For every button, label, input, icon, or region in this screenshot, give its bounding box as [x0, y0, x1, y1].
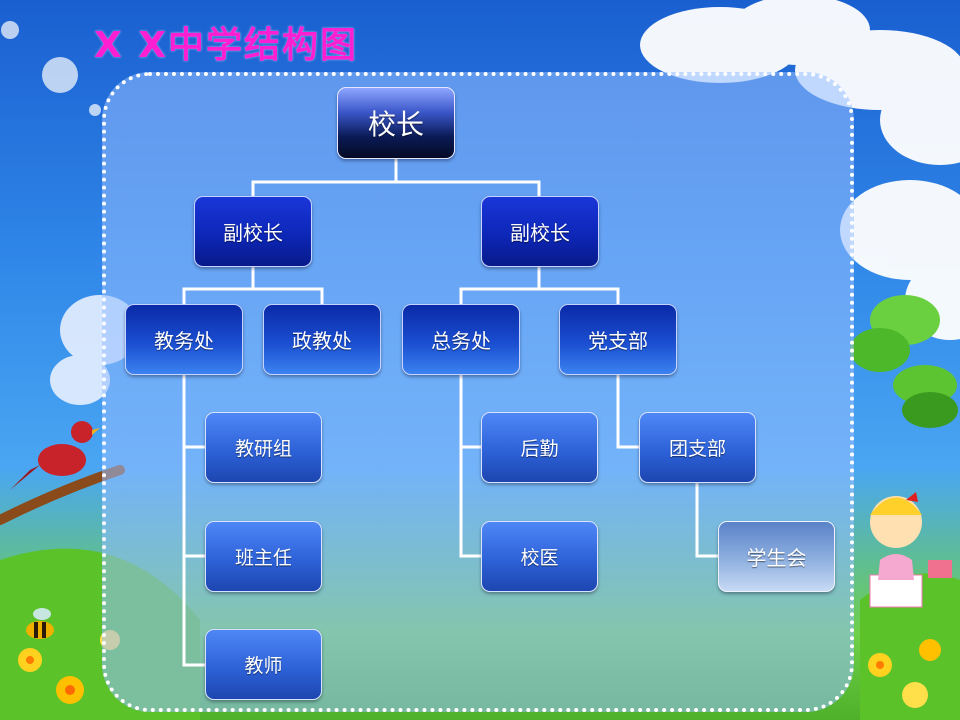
node-general-affairs-label: 总务处 — [431, 329, 491, 353]
node-youth-league[interactable]: 团支部 — [639, 412, 756, 483]
node-teacher[interactable]: 教师 — [205, 629, 322, 700]
node-vice-principal-right-label: 副校长 — [510, 221, 570, 245]
node-research-group[interactable]: 教研组 — [205, 412, 322, 483]
node-political-office-label: 政教处 — [292, 329, 352, 353]
node-party-branch[interactable]: 党支部 — [559, 304, 677, 375]
node-youth-league-label: 团支部 — [668, 438, 726, 460]
page-title: X X中学结构图 — [94, 25, 359, 66]
node-academic-office[interactable]: 教务处 — [125, 304, 243, 375]
node-head-teacher[interactable]: 班主任 — [205, 521, 322, 592]
node-student-union[interactable]: 学生会 — [718, 521, 835, 592]
node-school-clinic-label: 校医 — [520, 547, 559, 569]
node-principal-label: 校长 — [367, 108, 424, 141]
node-vice-principal-left[interactable]: 副校长 — [194, 196, 312, 267]
node-logistics[interactable]: 后勤 — [481, 412, 598, 483]
node-school-clinic[interactable]: 校医 — [481, 521, 598, 592]
node-student-union-label: 学生会 — [746, 546, 807, 570]
node-research-group-label: 教研组 — [234, 438, 292, 460]
node-party-branch-label: 党支部 — [588, 329, 648, 353]
node-vice-principal-left-label: 副校长 — [223, 221, 283, 245]
node-academic-office-label: 教务处 — [154, 329, 214, 353]
org-chart-panel — [102, 72, 854, 712]
node-logistics-label: 后勤 — [520, 438, 559, 460]
node-head-teacher-label: 班主任 — [234, 547, 292, 569]
node-principal[interactable]: 校长 — [337, 87, 455, 159]
node-vice-principal-right[interactable]: 副校长 — [481, 196, 599, 267]
node-political-office[interactable]: 政教处 — [263, 304, 381, 375]
node-teacher-label: 教师 — [244, 655, 283, 677]
node-general-affairs[interactable]: 总务处 — [402, 304, 520, 375]
